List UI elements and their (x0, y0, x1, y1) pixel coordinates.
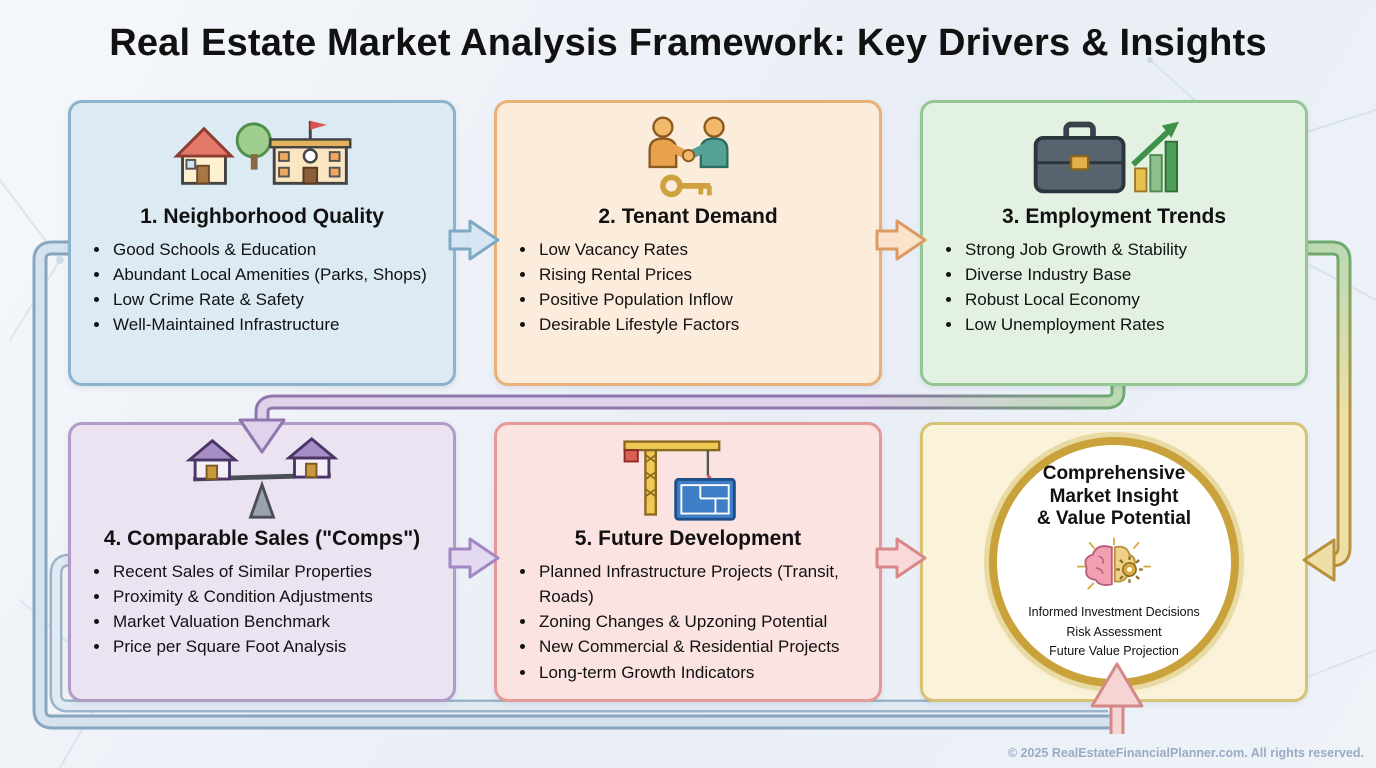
bullet-item: Abundant Local Amenities (Parks, Shops) (111, 262, 437, 287)
summary-title-line: Comprehensive (1042, 462, 1186, 484)
outcome-item: Future Value Projection (1049, 643, 1179, 658)
briefcase-chart-icon (939, 111, 1289, 203)
bullet-item: Recent Sales of Similar Properties (111, 559, 437, 584)
summary-title: Comprehensive Market Insight & Value Pot… (1037, 463, 1191, 531)
box-title: 2. Tenant Demand (598, 205, 778, 228)
box-title: 1. Neighborhood Quality (140, 205, 384, 228)
box-title: 3. Employment Trends (1001, 205, 1227, 228)
footer-copyright: © 2025 RealEstateFinancialPlanner.com. A… (1007, 746, 1364, 760)
bullet-item: New Commercial & Residential Projects (537, 634, 863, 659)
crane-blueprint-icon (513, 433, 863, 525)
box-future-development: 5. Future Development Planned Infrastruc… (494, 422, 882, 702)
bullet-item: Robust Local Economy (963, 287, 1289, 312)
house-school-icon (87, 111, 437, 203)
box-market-insight: Comprehensive Market Insight & Value Pot… (920, 422, 1308, 702)
handshake-key-icon (513, 111, 863, 203)
box-employment-trends: 3. Employment Trends Strong Job Growth &… (920, 100, 1308, 386)
bullet-item: Low Unemployment Rates (963, 312, 1289, 337)
bullet-list: Strong Job Growth & Stability Diverse In… (939, 237, 1289, 338)
outcome-item: Risk Assessment (1066, 624, 1162, 639)
bullet-item: Low Crime Rate & Safety (111, 287, 437, 312)
bullet-item: Desirable Lifestyle Factors (537, 312, 863, 337)
summary-outcomes: Informed Investment Decisions Risk Asses… (1028, 603, 1200, 661)
bullet-item: Planned Infrastructure Projects (Transit… (537, 559, 863, 609)
bullet-item: Price per Square Foot Analysis (111, 634, 437, 659)
summary-circle: Comprehensive Market Insight & Value Pot… (989, 437, 1239, 687)
bullet-item: Zoning Changes & Upzoning Potential (537, 609, 863, 634)
box-title: 4. Comparable Sales ("Comps") (103, 527, 421, 550)
bullet-item: Positive Population Inflow (537, 287, 863, 312)
outcome-item: Informed Investment Decisions (1028, 605, 1200, 620)
box-title: 5. Future Development (574, 527, 802, 550)
bullet-list: Planned Infrastructure Projects (Transit… (513, 559, 863, 685)
brain-gear-icon (1064, 536, 1164, 600)
page-title: Real Estate Market Analysis Framework: K… (109, 22, 1267, 64)
box-tenant-demand: 2. Tenant Demand Low Vacancy Rates Risin… (494, 100, 882, 386)
bullet-item: Long-term Growth Indicators (537, 660, 863, 685)
bullet-list: Recent Sales of Similar Properties Proxi… (87, 559, 437, 660)
bullet-item: Proximity & Condition Adjustments (111, 584, 437, 609)
bullet-item: Market Valuation Benchmark (111, 609, 437, 634)
scale-houses-icon (87, 433, 437, 525)
bullet-item: Diverse Industry Base (963, 262, 1289, 287)
bullet-item: Rising Rental Prices (537, 262, 863, 287)
summary-title-line: Market Insight (1049, 485, 1179, 507)
bullet-item: Low Vacancy Rates (537, 237, 863, 262)
bullet-list: Low Vacancy Rates Rising Rental Prices P… (513, 237, 863, 338)
bullet-list: Good Schools & Education Abundant Local … (87, 237, 437, 338)
bullet-item: Strong Job Growth & Stability (963, 237, 1289, 262)
box-comparable-sales: 4. Comparable Sales ("Comps") Recent Sal… (68, 422, 456, 702)
summary-title-line: & Value Potential (1036, 508, 1192, 530)
box-neighborhood-quality: 1. Neighborhood Quality Good Schools & E… (68, 100, 456, 386)
bullet-item: Good Schools & Education (111, 237, 437, 262)
bullet-item: Well-Maintained Infrastructure (111, 312, 437, 337)
